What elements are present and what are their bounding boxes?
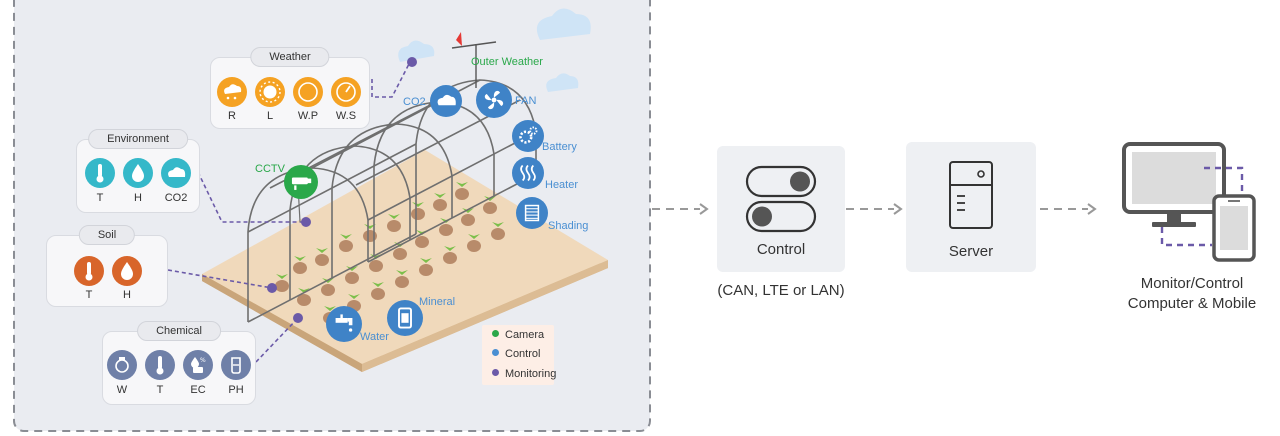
weather-title: Weather <box>250 47 330 67</box>
soil-group: Soil T H <box>46 225 168 307</box>
thermometer-icon <box>74 256 104 286</box>
monitor-mobile-icon <box>1122 142 1256 262</box>
chemical-label-t: T <box>156 384 164 396</box>
chemical-label-ec: EC <box>190 384 206 396</box>
environment-group: Environment T H CO2 <box>76 129 200 213</box>
shading-icon <box>516 197 548 229</box>
control-label: Control <box>756 241 806 258</box>
legend: Camera Control Monitoring <box>482 325 556 385</box>
legend-dot-control <box>492 349 499 356</box>
mineral-tank-icon <box>387 300 423 336</box>
weather-label-r: R <box>228 110 236 122</box>
weather-label-l: L <box>266 110 274 122</box>
client-caption-line1: Monitor/Control <box>1140 275 1244 292</box>
monitoring-nodes <box>267 57 417 323</box>
shading-label: Shading <box>548 220 589 232</box>
environment-label-co2: CO2 <box>164 192 188 204</box>
soil-label-h: H <box>123 289 131 301</box>
soil-title: Soil <box>78 225 136 245</box>
legend-label-control: Control <box>505 348 541 360</box>
ec-drop-icon: % <box>183 350 213 380</box>
control-card: Control <box>717 146 845 272</box>
co2-label: CO2 <box>403 96 426 108</box>
client-caption-line2: Computer & Mobile <box>1127 295 1257 312</box>
control-caption: (CAN, LTE or LAN) <box>717 282 845 299</box>
chemical-label-ph: PH <box>228 384 244 396</box>
environment-label-h: H <box>134 192 142 204</box>
beaker-icon <box>221 350 251 380</box>
cctv-camera-icon <box>284 165 318 199</box>
compass-icon <box>293 77 323 107</box>
fan-icon <box>476 82 512 118</box>
chemical-group: Chemical % W T EC PH <box>102 321 256 405</box>
legend-item-control: Control <box>492 348 540 360</box>
outer-weather-label: Outer Weather <box>471 56 543 68</box>
battery-label: Battery <box>542 141 577 153</box>
legend-dot-monitoring <box>492 369 499 376</box>
legend-label-camera: Camera <box>505 329 545 341</box>
sky-clouds <box>398 8 591 92</box>
mineral-label: Mineral <box>419 296 456 308</box>
scale-icon <box>107 350 137 380</box>
water-drop-icon <box>123 158 153 188</box>
soil-label-t: T <box>85 289 93 301</box>
environment-label-t: T <box>96 192 104 204</box>
heater-label: Heater <box>545 179 579 191</box>
thermometer-icon <box>145 350 175 380</box>
legend-dot-camera <box>492 330 499 337</box>
gauge-icon <box>331 77 361 107</box>
legend-item-monitoring: Monitoring <box>492 368 556 380</box>
water-label: Water <box>360 331 389 343</box>
fan-label: FAN <box>515 95 537 107</box>
water-tap-icon <box>326 306 362 342</box>
weather-mast <box>451 32 497 88</box>
thermometer-icon <box>85 158 115 188</box>
chemical-title: Chemical <box>137 321 221 341</box>
sun-icon <box>255 77 285 107</box>
server-card: Server <box>906 142 1036 272</box>
weather-group: Weather R L W.P W.S <box>210 47 370 129</box>
server-tower-icon <box>949 161 993 229</box>
server-label: Server <box>948 243 994 260</box>
cctv-label: CCTV <box>255 163 285 175</box>
legend-label-monitoring: Monitoring <box>505 368 557 380</box>
heater-icon <box>512 157 544 189</box>
legend-item-camera: Camera <box>492 329 544 341</box>
co2-cloud-icon <box>430 85 462 117</box>
gear-icon <box>512 120 544 152</box>
weather-label-ws: W.S <box>335 110 357 122</box>
water-drop-icon <box>112 256 142 286</box>
svg-text:%: % <box>200 357 206 364</box>
chemical-label-w: W <box>116 384 128 396</box>
environment-title: Environment <box>88 129 188 149</box>
toggle-switch-icon <box>745 165 817 233</box>
weather-label-wp: W.P <box>297 110 319 122</box>
cloud-icon <box>161 158 191 188</box>
rain-cloud-icon <box>217 77 247 107</box>
